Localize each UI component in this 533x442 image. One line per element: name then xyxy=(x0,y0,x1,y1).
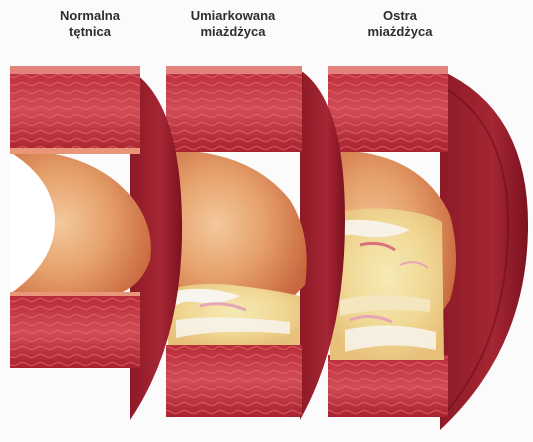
artery-moderate xyxy=(166,66,345,420)
artery-normal xyxy=(10,66,182,420)
artery-severe xyxy=(328,66,528,430)
